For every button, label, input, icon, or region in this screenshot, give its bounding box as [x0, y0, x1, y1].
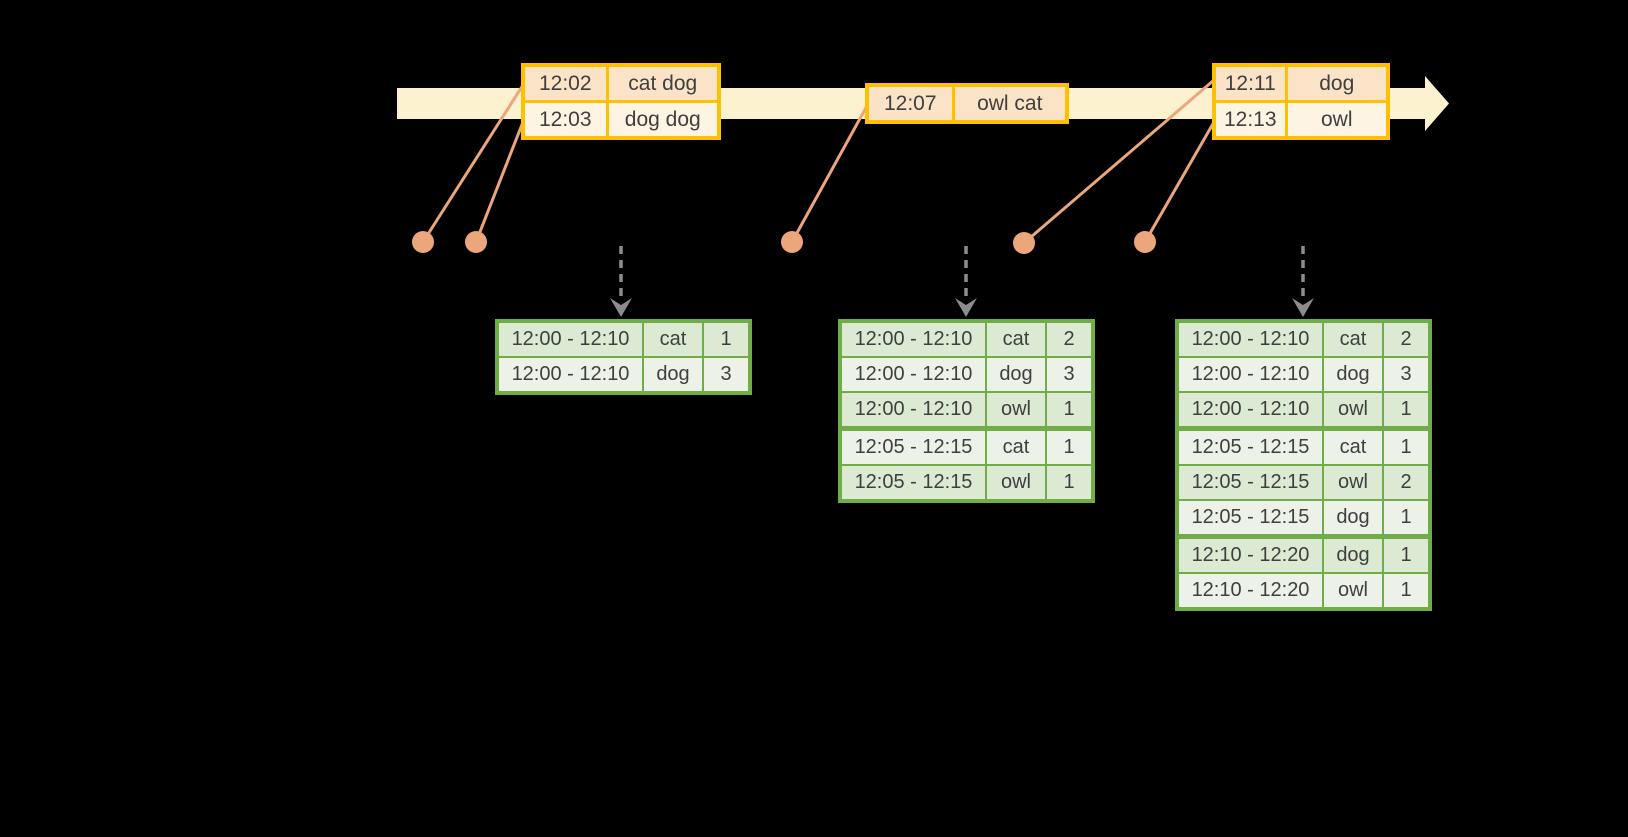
table-cell: owl — [1322, 391, 1384, 430]
table-cell: 2 — [1382, 464, 1431, 501]
table-cell: 12:00 - 12:10 — [1176, 320, 1324, 358]
table-cell: dog dog — [605, 100, 721, 140]
table-cell: 1 — [1045, 426, 1094, 466]
table-cell: 3 — [702, 356, 751, 394]
table-cell: cat — [642, 320, 704, 358]
event-connector-line — [474, 121, 525, 243]
table-cell: owl — [985, 391, 1047, 430]
table-cell: dog — [1322, 499, 1384, 538]
table-cell: 1 — [1382, 499, 1431, 538]
table-cell: 12:03 — [521, 100, 609, 140]
timeline-arrowhead-icon — [1425, 76, 1449, 131]
table-cell: 12:00 - 12:10 — [839, 356, 987, 393]
emit-arrow-head-icon — [1292, 298, 1314, 317]
table-cell: 1 — [1382, 391, 1431, 430]
table-cell: 12:00 - 12:10 — [839, 391, 987, 430]
table-cell: 12:13 — [1212, 100, 1288, 140]
table-cell: 2 — [1382, 320, 1431, 358]
table-cell: owl — [1322, 464, 1384, 501]
table-cell: 1 — [1045, 464, 1094, 502]
event-connector-lines — [421, 78, 1216, 245]
table-cell: dog — [1322, 356, 1384, 393]
table-cell: 3 — [1045, 356, 1094, 393]
table-cell: 12:10 - 12:20 — [1176, 534, 1324, 574]
event-dot — [1013, 232, 1035, 254]
table-cell: 1 — [1382, 426, 1431, 466]
table-cell: 1 — [1045, 391, 1094, 430]
table-cell: 12:00 - 12:10 — [496, 320, 644, 358]
table-cell: 1 — [1382, 534, 1431, 574]
table-cell: dog — [642, 356, 704, 394]
emit-arrows — [610, 246, 1314, 317]
table-cell: 3 — [1382, 356, 1431, 393]
event-dot — [412, 231, 434, 253]
table-cell: 12:05 - 12:15 — [1176, 499, 1324, 538]
event-dot — [465, 231, 487, 253]
event-connector-line — [421, 84, 525, 243]
event-connector-line — [790, 103, 870, 243]
table-cell: owl — [1322, 572, 1384, 610]
table-cell: 12:00 - 12:10 — [839, 320, 987, 358]
table-cell: cat dog — [605, 63, 721, 103]
event-dot — [1134, 231, 1156, 253]
table-cell: 12:11 — [1212, 63, 1288, 103]
table-cell: 12:00 - 12:10 — [496, 356, 644, 394]
table-cell: cat — [985, 320, 1047, 358]
table-cell: 12:10 - 12:20 — [1176, 572, 1324, 610]
event-connector-line — [1143, 121, 1216, 243]
table-cell: dog — [985, 356, 1047, 393]
table-cell: 12:00 - 12:10 — [1176, 391, 1324, 430]
table-cell: 12:02 — [521, 63, 609, 103]
table-cell: 12:07 — [865, 83, 955, 124]
table-cell: 12:05 - 12:15 — [1176, 464, 1324, 501]
table-cell: 2 — [1045, 320, 1094, 358]
table-cell: cat — [1322, 426, 1384, 466]
table-cell: 1 — [702, 320, 751, 358]
table-cell: cat — [1322, 320, 1384, 358]
event-dot — [781, 231, 803, 253]
table-cell: 1 — [1382, 572, 1431, 610]
table-cell: dog — [1322, 534, 1384, 574]
table-cell: 12:05 - 12:15 — [839, 464, 987, 502]
table-cell: cat — [985, 426, 1047, 466]
table-cell: owl — [1284, 100, 1390, 140]
emit-arrow-head-icon — [610, 298, 632, 317]
table-cell: owl — [985, 464, 1047, 502]
table-cell: 12:05 - 12:15 — [839, 426, 987, 466]
table-cell: dog — [1284, 63, 1390, 103]
table-cell: 12:05 - 12:15 — [1176, 426, 1324, 466]
event-connector-line — [1023, 78, 1215, 245]
emit-arrow-head-icon — [955, 298, 977, 317]
table-cell: 12:00 - 12:10 — [1176, 356, 1324, 393]
table-cell: owl cat — [951, 83, 1069, 124]
event-dots — [412, 231, 1156, 254]
